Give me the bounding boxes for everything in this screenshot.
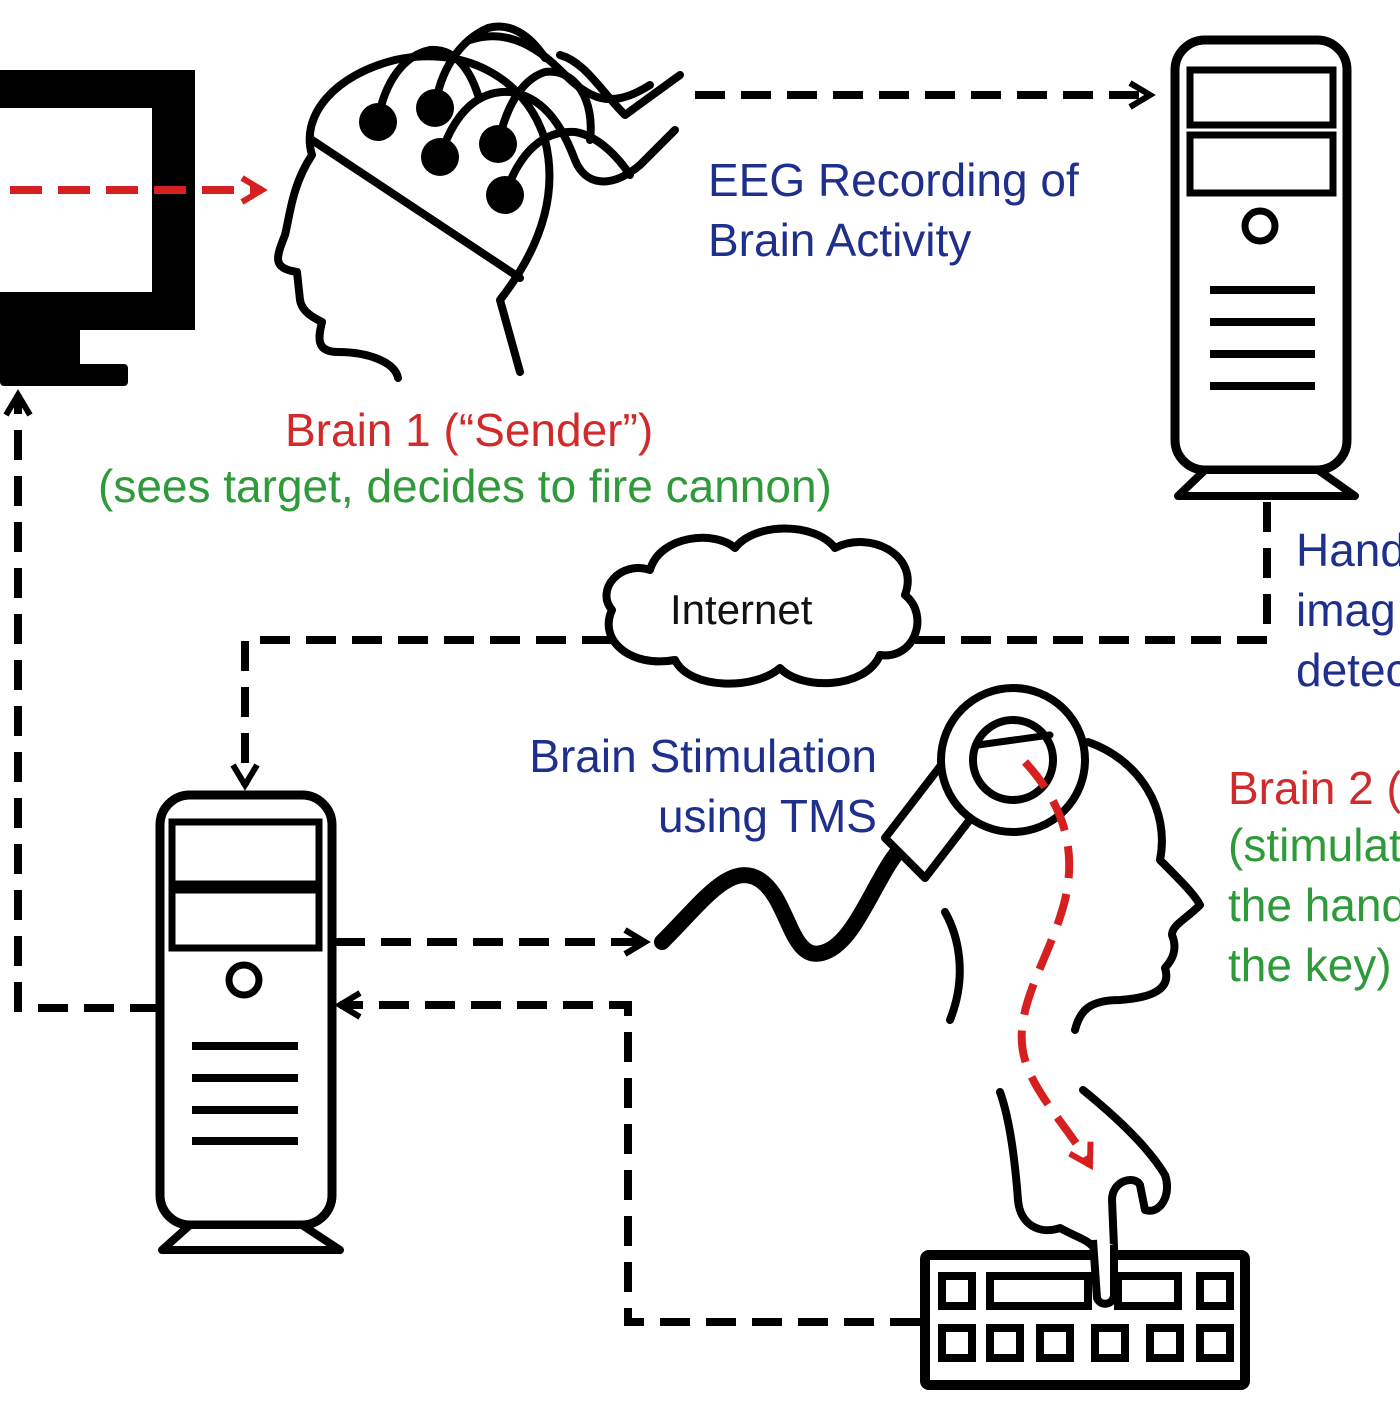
eeg-recording-label: EEG Recording of Brain Activity [708,154,1079,266]
cloud-icon [602,524,922,688]
hand-imagery-label: Hand imag detec [1296,524,1400,696]
computer-tower-icon [1170,35,1359,500]
internet-link-right [905,502,1271,644]
hand-finger [1089,1239,1118,1308]
computer-tower-icon [155,790,344,1254]
eeg-head-icon [274,22,684,382]
brain2-title-label: Brain 2 ( [1228,762,1400,814]
keypress-to-computer-arrow [334,990,920,1326]
feedback-to-monitor-arrow [3,389,160,1012]
internet-link-left [230,636,612,791]
monitor-icon [0,70,195,386]
brain1-title-label: Brain 1 (“Sender”) [285,404,654,456]
receiver-head-icon [941,738,1204,1034]
tms-coil-icon [654,684,1089,962]
brain2-description-label: (stimulat the hand the key) [1228,819,1400,991]
brain1-description-label: (sees target, decides to fire cannon) [98,460,832,512]
tms-label: Brain Stimulation using TMS [529,730,877,842]
internet-label: Internet [670,586,813,633]
keyboard-icon [920,1250,1250,1390]
neural-signal-arrow [1017,759,1094,1171]
